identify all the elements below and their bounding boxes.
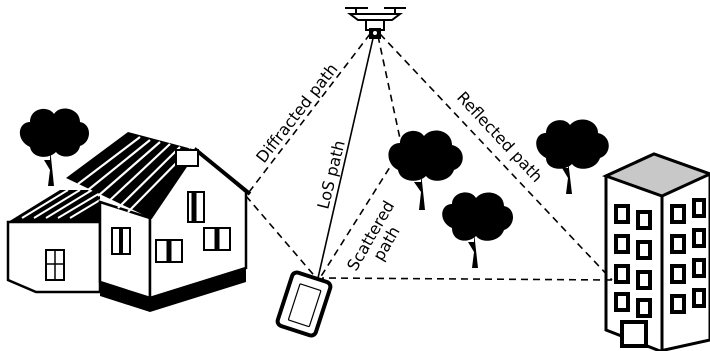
propagation-paths (245, 33, 613, 281)
diffracted-path-line (245, 33, 371, 197)
reflected-path-line (379, 33, 613, 281)
tree-icon (536, 119, 609, 194)
smartphone-icon (275, 270, 333, 338)
office-building-icon (602, 152, 710, 351)
diffracted-path-line (245, 195, 319, 281)
house-icon (6, 132, 252, 312)
tree-icon (388, 130, 463, 210)
reflected-path-label: Reflected path (453, 88, 546, 186)
los-path-label: LoS path (313, 138, 348, 211)
drone-icon (345, 7, 406, 39)
reflected-path-line (321, 277, 613, 281)
tree-icon (19, 108, 89, 186)
scattered-path-line (319, 147, 403, 279)
los-path-line (317, 33, 375, 279)
tree-icon (442, 192, 513, 268)
